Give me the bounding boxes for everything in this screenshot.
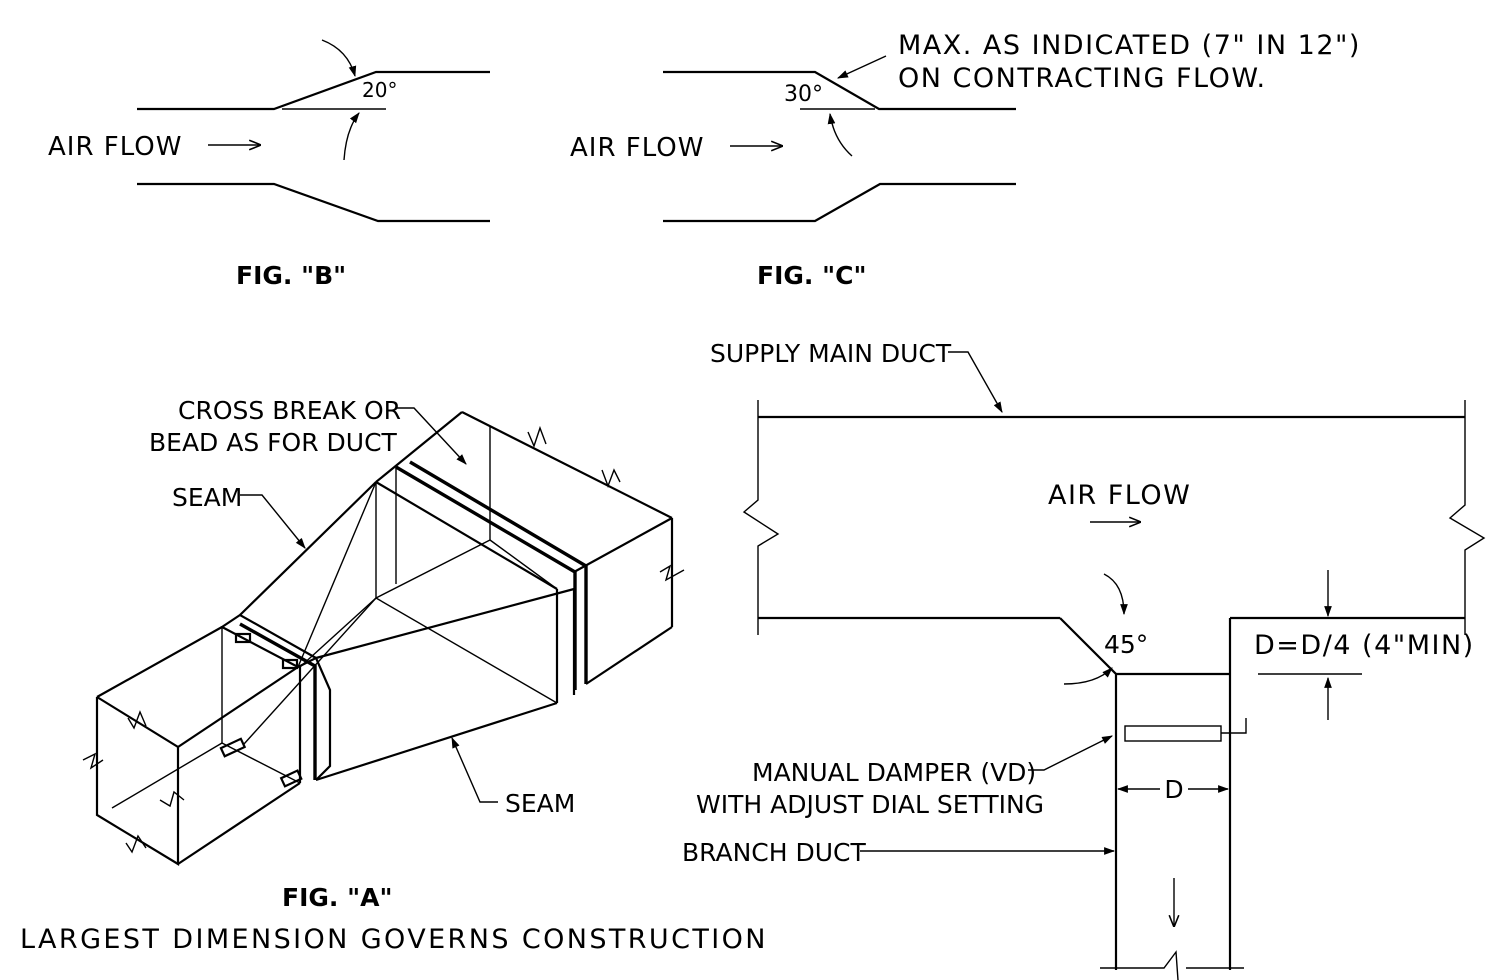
fig-b-bottom-wall bbox=[137, 182, 490, 223]
fig-b-angle-arrow-top bbox=[321, 39, 357, 78]
fig-c-caption: FIG. "C" bbox=[757, 261, 867, 290]
supply-main-leader bbox=[948, 351, 1003, 413]
small-clip-bottom bbox=[219, 737, 247, 758]
break-mark-small-3 bbox=[159, 790, 185, 808]
fig-c-bottom-wall bbox=[663, 182, 1016, 223]
large-flange-band-1 bbox=[395, 465, 577, 690]
large-duct-bottom bbox=[585, 626, 673, 685]
large-duct-back-bottom-2 bbox=[489, 539, 558, 590]
break-mark-small-2 bbox=[82, 752, 104, 770]
branch-duct-label: BRANCH DUCT bbox=[682, 838, 867, 867]
transition-hidden-4 bbox=[297, 481, 377, 668]
large-flange-band-2 bbox=[409, 460, 588, 684]
fig-c-top-wall bbox=[663, 70, 1016, 111]
transition-hidden-5 bbox=[299, 597, 377, 668]
fig-a-caption: FIG. "A" bbox=[282, 883, 393, 912]
break-mark-small-1 bbox=[127, 710, 147, 730]
manual-damper bbox=[1124, 725, 1222, 742]
small-flange-band bbox=[239, 622, 317, 780]
break-mark-large-1 bbox=[527, 425, 547, 448]
supply-main-label: SUPPLY MAIN DUCT bbox=[710, 339, 952, 368]
angle-45-arrow-bottom bbox=[1063, 667, 1113, 685]
fig-c-angle-arrow-bottom bbox=[827, 112, 853, 157]
fig-c-diagram: 30° MAX. AS INDICATED (7" IN 12") ON CON… bbox=[570, 30, 1361, 290]
fig-b-angle-arrow-bottom bbox=[343, 112, 360, 161]
large-duct-back-bottom bbox=[375, 539, 491, 599]
small-duct-back-bottom bbox=[221, 742, 301, 784]
cross-break-label-2: BEAD AS FOR DUCT bbox=[149, 428, 398, 457]
small-duct-hidden bbox=[111, 742, 223, 809]
d4-formula-label: D=D/4 (4"MIN) bbox=[1254, 630, 1475, 661]
seam-upper-label: SEAM bbox=[172, 483, 242, 512]
large-flange-top bbox=[375, 481, 558, 590]
fig-c-airflow-label: AIR FLOW bbox=[570, 133, 704, 163]
large-duct-top-left bbox=[375, 411, 463, 483]
fig-c-angle-label: 30° bbox=[784, 82, 823, 107]
break-mark-small-4 bbox=[125, 834, 147, 854]
angle-45-label: 45° bbox=[1104, 630, 1148, 659]
branch-45-wall bbox=[1059, 617, 1118, 970]
fig-a-subcaption: LARGEST DIMENSION GOVERNS CONSTRUCTION bbox=[20, 924, 768, 955]
transition-bottom bbox=[315, 701, 558, 782]
small-duct-top-front bbox=[96, 626, 223, 698]
small-clip-bottom-right bbox=[279, 769, 303, 788]
damper-label-2: WITH ADJUST DIAL SETTING bbox=[696, 790, 1044, 819]
seam-lower-leader bbox=[451, 736, 498, 803]
seam-lower-label: SEAM bbox=[505, 789, 575, 818]
main-duct-break-right bbox=[1448, 400, 1486, 635]
main-airflow-label: AIR FLOW bbox=[1048, 480, 1191, 511]
transition-top-right bbox=[315, 587, 575, 660]
small-clip-top bbox=[234, 632, 252, 644]
small-clip-mid bbox=[281, 658, 299, 670]
small-flange-outer bbox=[314, 657, 332, 781]
branch-break-bottom bbox=[1100, 950, 1244, 980]
fig-b-angle-label: 20° bbox=[362, 78, 397, 102]
d-dim-label: D bbox=[1164, 775, 1183, 804]
transition-hidden-2 bbox=[375, 597, 558, 704]
damper-label-1: MANUAL DAMPER (VD) bbox=[752, 758, 1036, 787]
small-duct-bottom-edge bbox=[177, 782, 301, 865]
fig-c-note-leader bbox=[837, 55, 887, 79]
fig-b-top-wall bbox=[137, 70, 490, 111]
fig-b-diagram: 20° AIR FLOW FIG. "B" bbox=[48, 39, 490, 290]
fig-c-note-line1: MAX. AS INDICATED (7" IN 12") bbox=[898, 30, 1361, 61]
fig-b-caption: FIG. "B" bbox=[236, 261, 346, 290]
break-mark-large-3 bbox=[659, 564, 685, 582]
fig-b-airflow-label: AIR FLOW bbox=[48, 132, 182, 162]
fig-a-diagram: CROSS BREAK OR BEAD AS FOR DUCT SEAM SEA… bbox=[20, 396, 768, 955]
cross-break-label-1: CROSS BREAK OR bbox=[178, 396, 401, 425]
large-duct-top-right bbox=[461, 411, 673, 519]
cross-break-leader bbox=[396, 407, 467, 465]
break-mark-large-2 bbox=[601, 468, 621, 488]
damper-leader bbox=[1028, 735, 1113, 771]
branch-takeoff-diagram: D AIR FLOW 45° D=D/4 (4"MIN) SUPPLY MAIN… bbox=[682, 339, 1486, 980]
small-duct-top-edge bbox=[177, 666, 299, 748]
damper-shaft bbox=[1221, 718, 1247, 734]
main-duct-break-left bbox=[742, 400, 780, 635]
transition-top-left bbox=[239, 481, 377, 616]
fig-c-note-line2: ON CONTRACTING FLOW. bbox=[898, 63, 1267, 94]
large-duct-top-front bbox=[573, 517, 673, 573]
angle-45-arrow-top bbox=[1103, 573, 1128, 616]
seam-upper-leader bbox=[240, 494, 306, 549]
transition-hidden-3 bbox=[243, 597, 377, 745]
